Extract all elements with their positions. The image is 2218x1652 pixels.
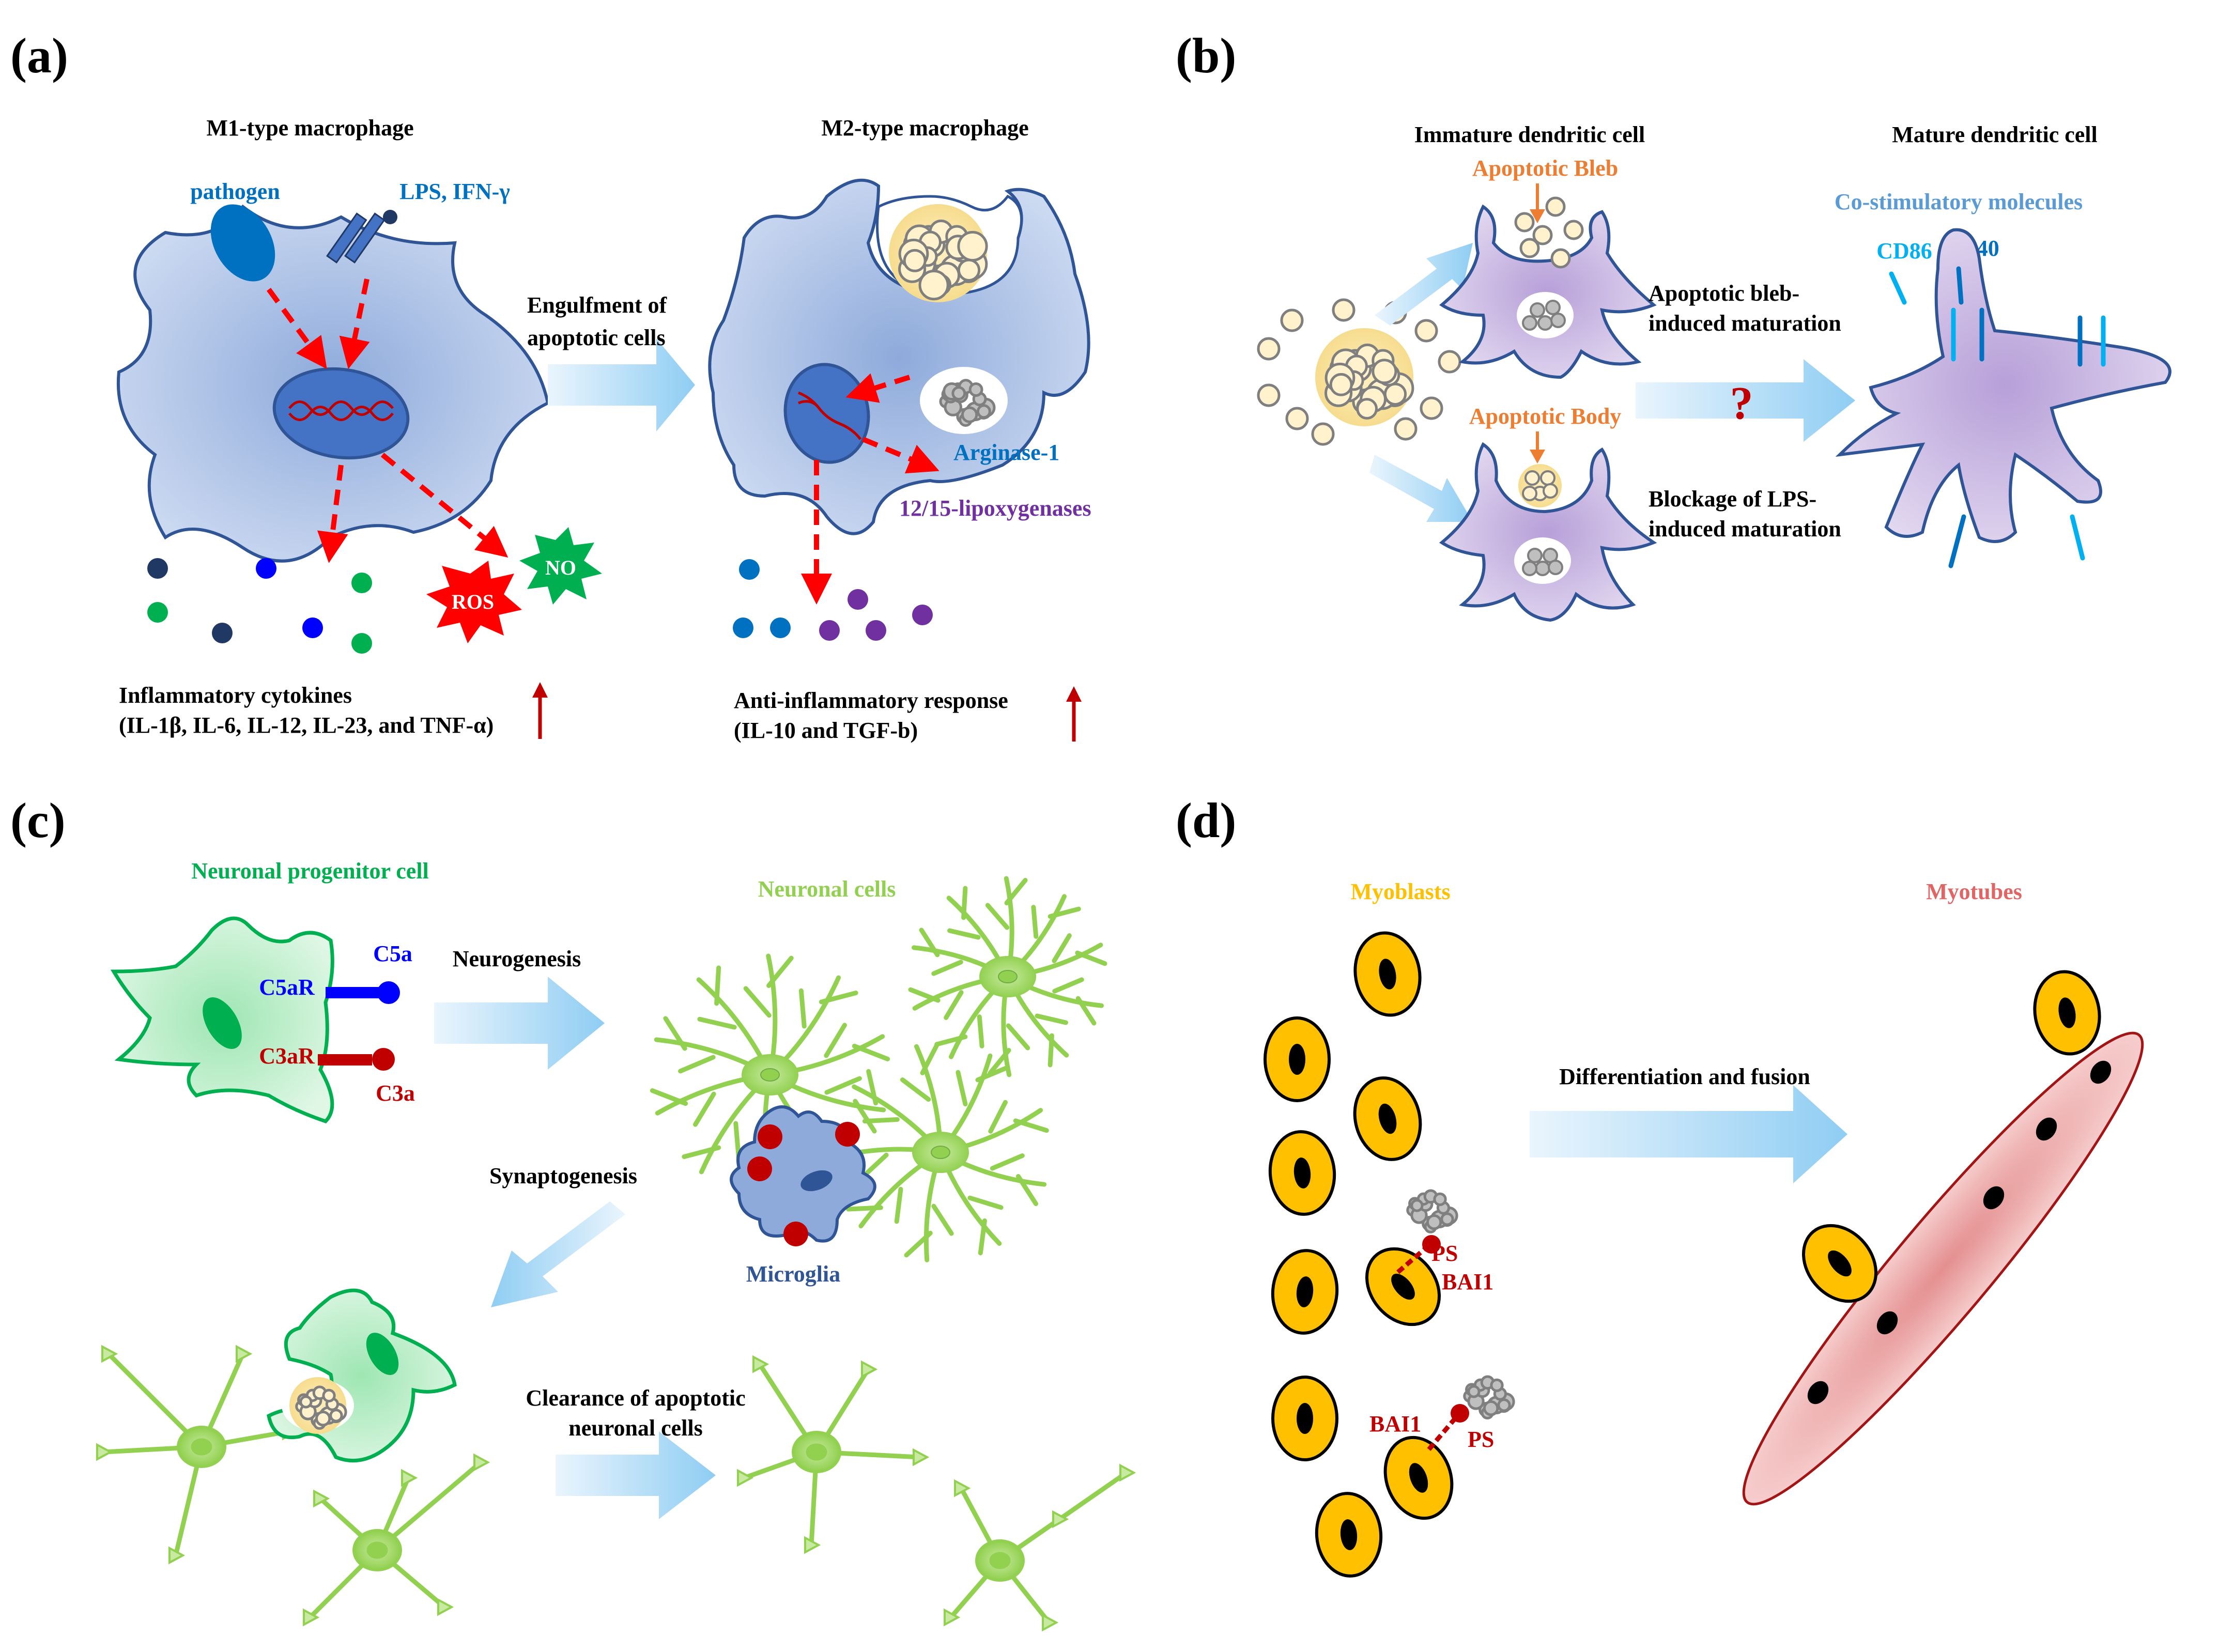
- blockage-label-1: Blockage of LPS-: [1649, 486, 1816, 512]
- m1-cytokine-arrow: [317, 465, 348, 563]
- mature-dc-title: Mature dendritic cell: [1892, 122, 2098, 147]
- lps-receptor-icon: [326, 210, 397, 264]
- c3ar-receptor-icon: [318, 1048, 395, 1071]
- myotubes-title: Myotubes: [1926, 879, 2022, 904]
- immature-dc-title: Immature dendritic cell: [1414, 122, 1645, 147]
- pathogen-shape: [210, 204, 275, 282]
- bai1-label-bottom: BAI1: [1369, 1411, 1421, 1437]
- immature-dc-body-cell: [1439, 442, 1657, 622]
- panel-c: (c) Neuronal progenitor cell Neuronal ce…: [10, 793, 1136, 1632]
- c5a-label: C5a: [373, 941, 412, 966]
- pathogen-to-nucleus-arrow: [266, 288, 327, 369]
- bleb-maturation-1: Apoptotic bleb-: [1649, 281, 1799, 306]
- lps-label: LPS, IFN-γ: [399, 179, 510, 204]
- anti-inflammatory-list: (IL-10 and TGF-b): [734, 718, 918, 743]
- lps-to-nucleus-arrow: [339, 278, 370, 369]
- m2-title: M2-type macrophage: [821, 115, 1028, 141]
- clearance-arrow: [556, 1431, 716, 1519]
- costim-label: Co-stimulatory molecules: [1835, 189, 2083, 214]
- engulfed-apoptotic-body-large: [889, 204, 988, 302]
- panel-d-letter: (d): [1176, 793, 1236, 848]
- neuronal-cells-cluster: [650, 876, 1107, 1262]
- ps-label-bottom: PS: [1468, 1427, 1494, 1452]
- differentiation-label: Differentiation and fusion: [1559, 1064, 1810, 1089]
- dc-upper-arrow: [1375, 243, 1473, 326]
- engulf-label-2: apoptotic cells: [527, 325, 666, 350]
- myotube-nuclei: [1807, 1060, 2112, 1404]
- neuronal-cells-title: Neuronal cells: [758, 876, 896, 902]
- m1-title: M1-type macrophage: [206, 115, 413, 141]
- myoblast-cells: [1264, 931, 2101, 1578]
- inflammatory-up-arrow-icon: [532, 682, 548, 739]
- ps-bai1-top: PS BAI1: [1396, 1189, 1493, 1294]
- neuron-somas: [742, 956, 1036, 1173]
- m1-nucleus: [272, 367, 410, 460]
- ros-burst-icon: ROS: [426, 561, 522, 643]
- apoptotic-bleb-label: Apoptotic Bleb: [1472, 156, 1618, 181]
- lipoxygenase-label: 12/15-lipoxygenases: [899, 496, 1091, 521]
- engulfed-apoptotic-body-small: [939, 379, 996, 427]
- engulfing-npc: [267, 1288, 457, 1463]
- inflammatory-cytokines-list: (IL-1β, IL-6, IL-12, IL-23, and TNF-α): [119, 713, 494, 738]
- synaptogenesis-label: Synaptogenesis: [489, 1163, 637, 1188]
- m2-vacuole-to-nucleus-arrow: [845, 373, 911, 403]
- m2-cytokine-dots: [733, 559, 933, 641]
- panel-d: (d) Myoblasts Myotubes Differentiation a…: [1176, 793, 2144, 1578]
- no-burst-icon: NO: [519, 527, 602, 605]
- bleb-maturation-2: induced maturation: [1649, 311, 1841, 336]
- npc-nucleus: [203, 997, 242, 1049]
- no-label: NO: [545, 556, 576, 579]
- panel-b: (b) Immature dendritic cell Mature dendr…: [1176, 28, 2171, 622]
- m2-arginase-arrow: [862, 437, 939, 474]
- free-apoptotic-body: [1257, 298, 1461, 446]
- bai1-label-top: BAI1: [1442, 1269, 1493, 1294]
- dc-lower-arrow: [1369, 455, 1473, 522]
- anti-inflammatory-up-arrow-icon: [1066, 686, 1082, 742]
- blockage-label-2: induced maturation: [1649, 516, 1841, 542]
- anti-inflammatory-label: Anti-inflammatory response: [734, 688, 1008, 713]
- microglia-complement-dots: [747, 1122, 860, 1246]
- ps-label-top: PS: [1431, 1241, 1458, 1266]
- apoptotic-neuron-cells: [96, 1345, 490, 1627]
- clearance-label-1: Clearance of apoptotic: [526, 1385, 745, 1411]
- myoblasts-title: Myoblasts: [1350, 879, 1450, 904]
- pathogen-label: pathogen: [190, 179, 280, 204]
- engulf-label-1: Engulfment of: [527, 292, 667, 318]
- synaptogenesis-arrow: [491, 1201, 625, 1307]
- myotube-cell: [1742, 1031, 2144, 1506]
- m1-dna: [288, 400, 394, 416]
- panel-c-letter: (c): [10, 793, 66, 848]
- arginase-label: Arginase-1: [953, 440, 1059, 465]
- inflammatory-label: Inflammatory cytokines: [119, 683, 352, 708]
- immature-dc-bleb-cell: [1439, 204, 1657, 379]
- panel-a: (a) M1-type macrophage M2-type macrophag…: [10, 28, 1091, 743]
- mature-dc-cell: [1835, 228, 2171, 543]
- ps-bai1-bottom: BAI1 PS: [1369, 1375, 1515, 1452]
- cd86-label: CD86: [1876, 238, 1932, 264]
- m1-cytokine-dots: [147, 558, 372, 654]
- dc-maturation-arrow: [1636, 359, 1855, 442]
- c5ar-label: C5aR: [259, 975, 315, 1000]
- unknown-question-mark: ?: [1730, 378, 1753, 429]
- c3ar-label: C3aR: [259, 1043, 315, 1069]
- c5ar-receptor-icon: [326, 981, 400, 1004]
- panel-a-letter: (a): [10, 28, 68, 83]
- c3a-label: C3a: [376, 1080, 415, 1106]
- healthy-neurons-after-clearance: [737, 1355, 1136, 1632]
- engulfed-body-particles: [1518, 464, 1563, 576]
- neurogenesis-label: Neurogenesis: [453, 946, 581, 971]
- apoptotic-body-label: Apoptotic Body: [1469, 404, 1622, 429]
- neurogenesis-arrow: [434, 977, 605, 1070]
- microglia-label: Microglia: [746, 1261, 840, 1287]
- ros-label: ROS: [452, 590, 494, 613]
- engulfment-arrow: [548, 338, 695, 431]
- npc-title: Neuronal progenitor cell: [191, 858, 429, 884]
- costim-molecule-markers: [1889, 266, 2106, 568]
- clearance-label-2: neuronal cells: [568, 1415, 703, 1441]
- bleb-particles: [1514, 196, 1584, 331]
- panel-b-letter: (b): [1176, 28, 1236, 83]
- differentiation-arrow: [1530, 1085, 1847, 1183]
